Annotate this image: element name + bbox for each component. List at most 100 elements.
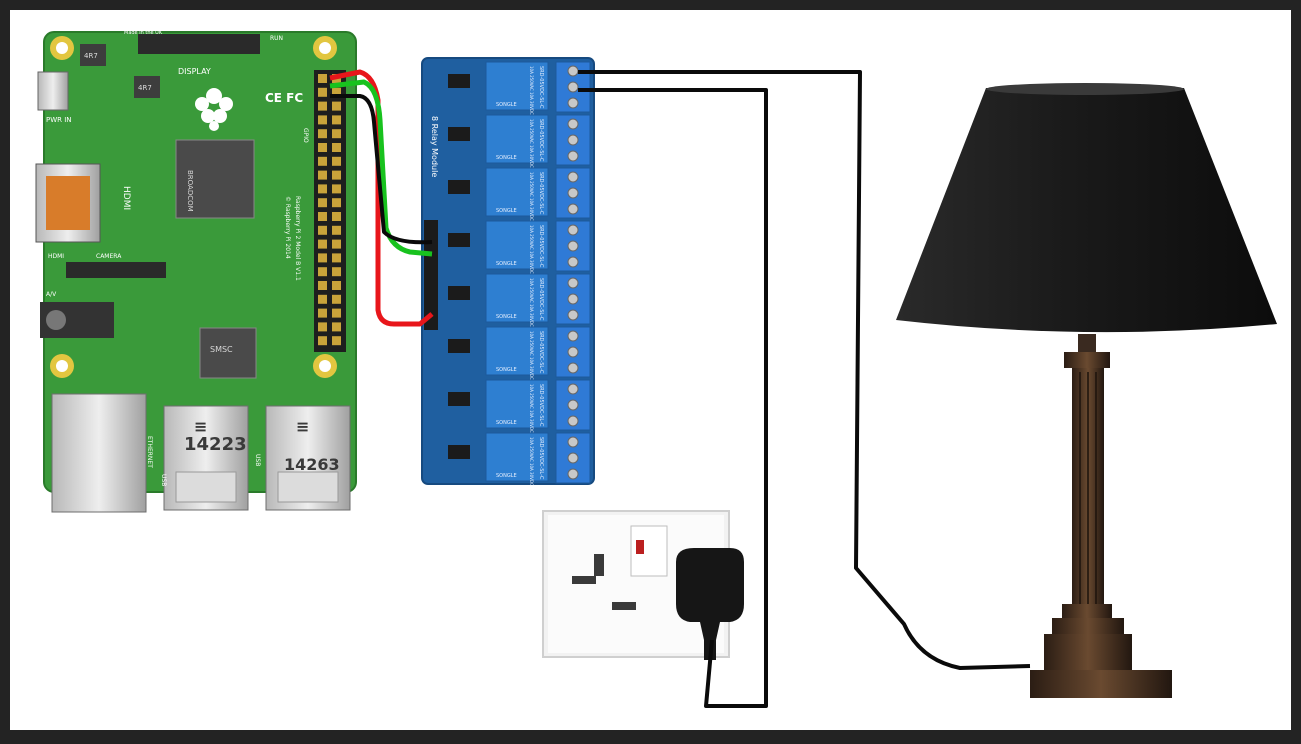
gpio-pin: [332, 115, 341, 125]
ethernet-port: [51, 393, 147, 513]
relay-brand-label: SONGLE: [496, 102, 517, 108]
raspberry-logo-icon: [195, 88, 233, 131]
terminal-screw: [567, 203, 579, 215]
relay: [485, 61, 549, 111]
gpio-pin: [318, 322, 327, 332]
hdmi-small-label: HDMI: [48, 253, 64, 260]
usb-maker-icon: ≡: [194, 417, 207, 436]
relay: [485, 432, 549, 482]
relay-part-label: SRD-05VDC-SL-C: [538, 384, 544, 427]
gpio-pin: [332, 170, 341, 180]
gpio-pin: [318, 129, 327, 139]
terminal-screw: [567, 399, 579, 411]
relay: [485, 326, 549, 376]
optocoupler: [448, 392, 470, 406]
gpio-pin: [332, 308, 341, 318]
smsc-label: SMSC: [210, 345, 233, 354]
relay-rating-label: 10A 250VAC 10A 30VDC: [529, 278, 534, 327]
gpio-pin: [332, 156, 341, 166]
relay: [485, 273, 549, 323]
gpio-pin: [318, 74, 327, 83]
terminal-screw: [567, 256, 579, 268]
terminal-screw: [567, 224, 579, 236]
relay-part-label: SRD-05VDC-SL-C: [538, 66, 544, 109]
relay-brand-label: SONGLE: [496, 314, 517, 320]
optocoupler: [448, 339, 470, 353]
gpio-pin: [332, 294, 341, 304]
terminal-screw: [567, 309, 579, 321]
terminal-blocks: [555, 61, 591, 484]
terminal-screw: [567, 415, 579, 427]
gpio-pin: [332, 336, 341, 346]
relay-brand-label: SONGLE: [496, 208, 517, 214]
gpio-pin: [332, 225, 341, 235]
relay-rating-label: 10A 250VAC 10A 30VDC: [529, 225, 534, 274]
gpio-pin: [318, 239, 327, 249]
relay-module-label: 8 Relay Module: [430, 116, 439, 177]
copyright-label: © Raspberry Pi 2014: [284, 196, 291, 259]
optocoupler: [448, 233, 470, 247]
gpio-label: GPIO: [302, 128, 309, 143]
usb-code-left: 14223: [184, 434, 247, 455]
relay-rating-label: 10A 250VAC 10A 30VDC: [529, 384, 534, 433]
usb-port-left: 14223 ≡: [163, 405, 249, 511]
relay-input-header: [424, 220, 438, 330]
usb-label-right: USB: [160, 474, 167, 486]
terminal-screw: [567, 187, 579, 199]
usb-code-right: 14263: [284, 455, 340, 474]
gpio-pin: [332, 101, 341, 111]
camera-label: CAMERA: [96, 253, 122, 260]
gpio-pin: [332, 143, 341, 152]
green-wire: [329, 79, 433, 257]
gpio-pin: [332, 253, 341, 263]
relay: [485, 167, 549, 217]
relay-part-label: SRD-05VDC-SL-C: [538, 437, 544, 480]
terminal-screw: [567, 65, 579, 77]
lamp-base: [1030, 670, 1172, 698]
broadcom-chip: [175, 139, 255, 219]
terminal-screw: [567, 277, 579, 289]
gpio-pin: [318, 170, 327, 180]
camera-connector: [66, 262, 166, 278]
terminal-screw: [567, 134, 579, 146]
display-label: DISPLAY: [178, 67, 211, 76]
relay-brand-label: SONGLE: [496, 473, 517, 479]
relay-part-label: SRD-05VDC-SL-C: [538, 172, 544, 215]
terminal-screw: [567, 240, 579, 252]
gpio-pin: [332, 129, 341, 139]
terminal-screw: [567, 118, 579, 130]
lamp-shade: [896, 88, 1277, 333]
inductor-label-2: 4R7: [138, 84, 152, 92]
relay-rating-label: 10A 250VAC 10A 30VDC: [529, 331, 534, 380]
gpio-pin: [332, 198, 341, 208]
relay-stack: SRD-05VDC-SL-C 10A 250VAC 10A 30VDC SONGLE…: [448, 61, 549, 486]
gpio-pin: [318, 143, 327, 152]
micro-usb-power: [37, 71, 69, 111]
relay-rating-label: 10A 250VAC 10A 30VDC: [529, 437, 534, 486]
gpio-pin: [318, 87, 327, 97]
wires: [329, 69, 1031, 708]
plug-wire: [578, 88, 768, 708]
lamp-capital: [1064, 352, 1110, 368]
optocoupler: [448, 445, 470, 459]
relay-part-label: SRD-05VDC-SL-C: [538, 331, 544, 374]
gpio-pin: [332, 212, 341, 221]
raspberry-pi-board: DISPLAY Made in the UK PWR IN 4R7 4R7 CE…: [35, 30, 357, 513]
terminal-screw: [567, 383, 579, 395]
relay-brand-label: SONGLE: [496, 367, 517, 373]
relay-part-label: SRD-05VDC-SL-C: [538, 278, 544, 321]
gpio-pin: [332, 267, 341, 277]
ce-mark: CE FC: [265, 91, 303, 105]
usb-label-left: USB: [254, 454, 261, 466]
terminal-screw: [567, 468, 579, 480]
gpio-pin: [332, 281, 341, 290]
relay: [485, 220, 549, 270]
gpio-pin: [318, 115, 327, 125]
gpio-pin: [318, 336, 327, 346]
gpio-pin: [318, 281, 327, 290]
av-label: A/V: [46, 291, 57, 298]
gpio-pin: [318, 308, 327, 318]
terminal-screw: [567, 452, 579, 464]
